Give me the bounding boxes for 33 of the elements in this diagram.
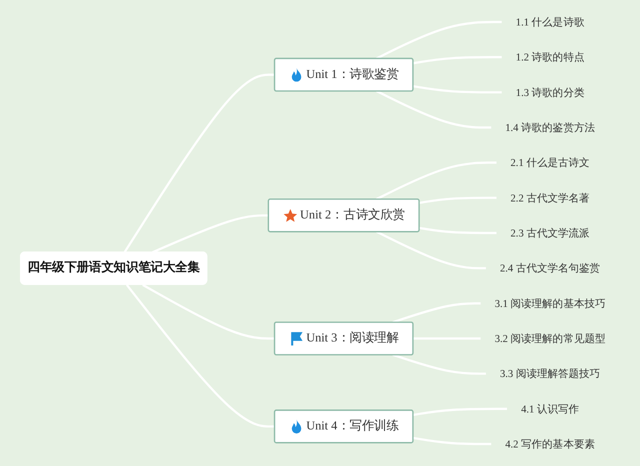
- connector: [142, 284, 275, 340]
- node-text: 2.4 古代文学名句鉴赏: [500, 262, 600, 274]
- node-text: 2.2 古代文学名著: [510, 192, 590, 204]
- node-text: 1.4 诗歌的鉴赏方法: [505, 121, 595, 134]
- node-text: 1.1 什么是诗歌: [516, 16, 584, 28]
- connector: [392, 354, 486, 375]
- connector: [412, 85, 502, 94]
- node-box: Unit 3：阅读理解: [274, 322, 414, 356]
- node-text: 4.1 认识写作: [521, 402, 580, 416]
- node-box: Unit 1：诗歌鉴赏: [274, 58, 414, 92]
- connector: [392, 302, 481, 324]
- node-text: 3.1 阅读理解的基本技巧: [494, 297, 606, 310]
- node-text: 4.2 写作的基本要素: [505, 438, 595, 450]
- connector: [124, 74, 275, 253]
- connector: [418, 226, 496, 234]
- connector: [152, 214, 268, 254]
- connector: [412, 436, 492, 446]
- connector: [376, 20, 502, 60]
- node-text: 1.2 诗歌的特点: [516, 50, 584, 64]
- connector: [126, 284, 275, 428]
- node-text: 1.3 诗歌的分类: [516, 86, 584, 98]
- node-text: 2.3 古代文学流派: [510, 226, 590, 240]
- node-text: 2.1 什么是古诗文: [510, 156, 590, 169]
- node-text: 3.3 阅读理解答题技巧: [500, 368, 600, 380]
- node-box: Unit 4：写作训练: [274, 410, 414, 444]
- connector: [418, 196, 496, 204]
- node-box: Unit 2：古诗文欣赏: [268, 198, 420, 232]
- connector: [376, 90, 492, 129]
- connector: [412, 408, 507, 416]
- connector: [376, 230, 486, 270]
- connector: [376, 162, 496, 200]
- connector: [412, 56, 502, 64]
- node-text: 3.2 阅读理解的常见题型: [494, 332, 606, 345]
